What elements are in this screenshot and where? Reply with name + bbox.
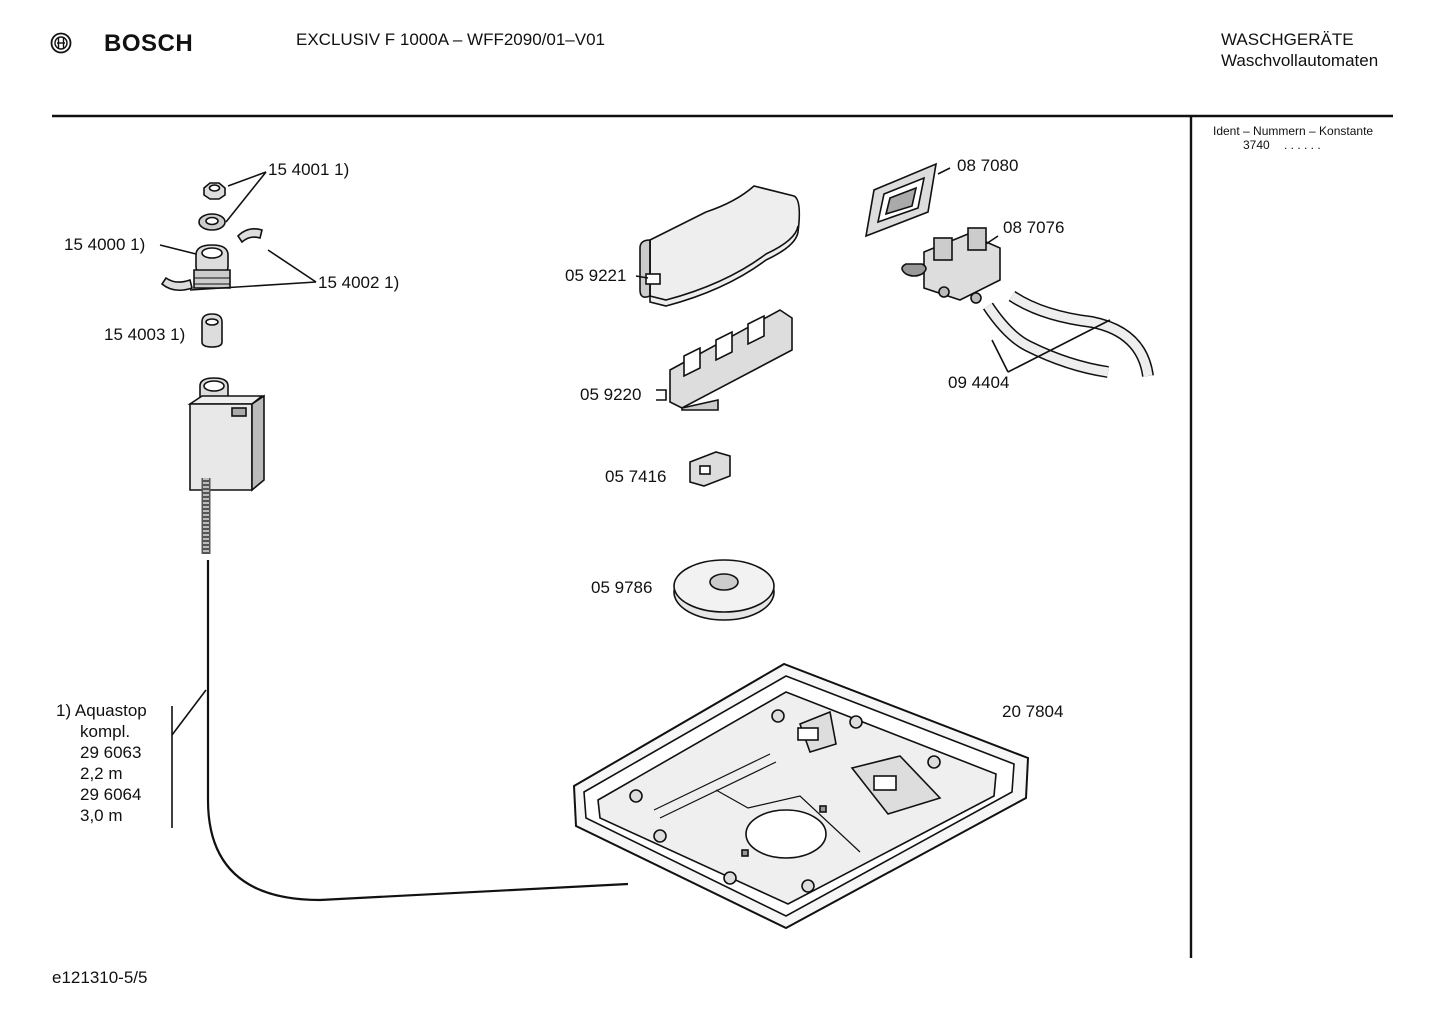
bosch-logo-icon [50,32,72,54]
nut-part-icon [203,182,226,200]
part-label-059221: 05 9221 [565,266,627,285]
water-valve-part-icon [901,227,1001,304]
hose-part-icon [983,290,1154,378]
document-id: e121310-5/5 [52,968,148,987]
connector-part-icon [689,451,731,487]
cap-part-icon [201,313,223,348]
aquastop-note-line: 2,2 m [80,764,123,783]
ident-label: Ident – Nummern – Konstante [1213,124,1374,138]
subcategory-title: Waschvollautomaten [1221,51,1379,70]
part-label-087076: 08 7076 [1003,218,1065,237]
brand-name: BOSCH [104,30,194,57]
part-label-059220: 05 9220 [580,385,642,404]
disc-part-icon [673,559,775,621]
aquastop-hose-icon [201,478,629,902]
model-title: EXCLUSIV F 1000A – WFF2090/01–V01 [296,30,606,49]
aquastop-note: 1) Aquastop kompl. 29 6063 2,2 m 29 6064… [56,700,147,826]
aquastop-note-line: 29 6064 [80,785,142,804]
aquastop-note-line: 3,0 m [80,806,123,825]
base-plate-part-icon [572,662,1030,930]
cover-part-icon [639,185,801,307]
part-label-059786: 05 9786 [591,578,653,597]
part-label-154003: 15 4003 1) [104,325,186,344]
aquastop-valve-icon [187,377,265,492]
aquastop-note-line: 1) Aquastop [56,701,147,720]
holder-part-icon [656,309,793,411]
aquastop-note-line: kompl. [80,722,131,741]
clip-part-icon [160,228,263,292]
part-label-207804: 20 7804 [1002,702,1064,721]
washer-part-icon [198,213,226,231]
seal-plate-part-icon [864,162,938,238]
category-title: WASCHGERÄTE [1221,30,1354,49]
part-label-154000: 15 4000 1) [64,235,146,254]
part-label-154002: 15 4002 1) [318,273,400,292]
aquastop-note-line: 29 6063 [80,743,142,762]
fitting-part-icon [193,244,231,289]
ident-value: 3740 [1243,138,1270,152]
ident-dots: . . . . . . [1284,138,1321,152]
part-label-057416: 05 7416 [605,467,667,486]
part-label-094404: 09 4404 [948,373,1010,392]
part-label-154001: 15 4001 1) [268,160,350,179]
part-label-087080: 08 7080 [957,156,1019,175]
